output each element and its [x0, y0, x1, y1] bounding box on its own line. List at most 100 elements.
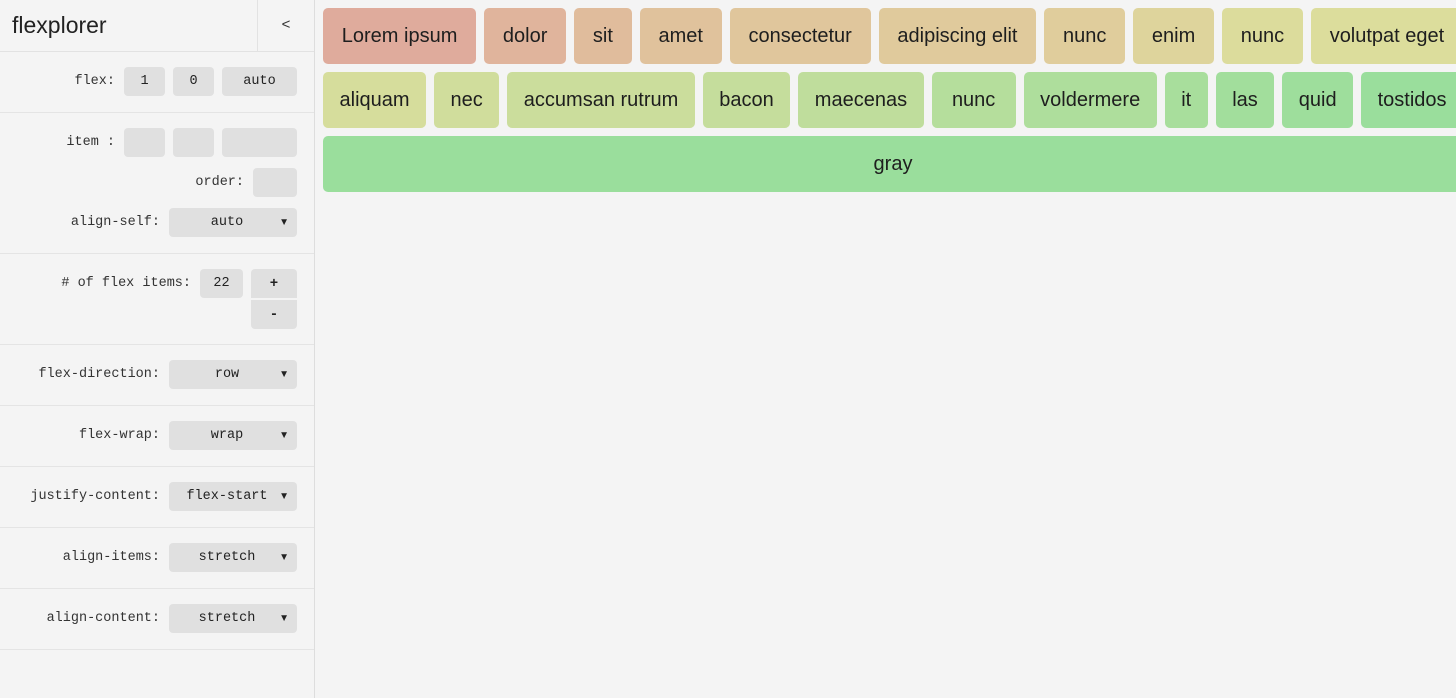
page-title: flexplorer [12, 12, 107, 38]
flex-item[interactable]: nunc [1044, 8, 1126, 64]
flex-item-label: consectetur [748, 24, 852, 47]
justify-content-select[interactable]: flex-start [169, 482, 297, 511]
flex-item-label: gray [873, 152, 913, 175]
flex-shorthand-fields [124, 67, 297, 96]
flex-item-label: nunc [1240, 24, 1285, 47]
flex-item-label: maecenas [814, 88, 908, 111]
flex-wrap-select-wrap: wrap ▼ [169, 421, 297, 450]
item-fields-row: item : [0, 123, 314, 163]
flex-item-label: nunc [951, 88, 996, 111]
flex-direction-fields: row ▼ [169, 360, 297, 389]
align-items-select[interactable]: stretch [169, 543, 297, 572]
item-label: item : [66, 135, 115, 150]
order-row: order: [0, 163, 314, 203]
flex-item[interactable]: amet [639, 8, 722, 64]
align-content-select-wrap: stretch ▼ [169, 604, 297, 633]
flex-item[interactable]: nec [434, 72, 500, 128]
flex-direction-select[interactable]: row [169, 360, 297, 389]
flex-item[interactable]: quid [1282, 72, 1354, 128]
item-grow-input[interactable] [124, 128, 165, 157]
flex-item[interactable]: dolor [484, 8, 567, 64]
flex-grow-input[interactable] [124, 67, 165, 96]
flex-wrap-select[interactable]: wrap [169, 421, 297, 450]
flex-item-label: nunc [1062, 24, 1107, 47]
flex-item[interactable]: nunc [1222, 8, 1303, 64]
justify-content-label: justify-content: [30, 489, 160, 504]
flex-item[interactable]: it [1164, 72, 1208, 128]
flex-item-label: it [1181, 88, 1192, 111]
controls-sidebar: flexplorer < flex: item : [0, 0, 315, 698]
align-self-row: align-self: auto ▼ [0, 203, 314, 243]
flex-item[interactable]: sit [574, 8, 632, 64]
flex-wrap-label: flex-wrap: [78, 428, 160, 443]
panel-header: flexplorer < [0, 0, 314, 52]
align-self-select[interactable]: auto [169, 208, 297, 237]
flex-wrap-fields: wrap ▼ [169, 421, 297, 450]
flex-item[interactable]: las [1215, 72, 1275, 128]
flex-item[interactable]: adipiscing elit [878, 8, 1037, 64]
order-label: order: [195, 175, 244, 190]
item-shrink-input[interactable] [173, 128, 214, 157]
section-flex-wrap: flex-wrap: wrap ▼ [0, 406, 314, 467]
align-self-select-wrap: auto ▼ [169, 208, 297, 237]
align-items-label: align-items: [62, 550, 160, 565]
flex-container: Lorem ipsum dolor sit amet consectetur adipis… [323, 8, 1456, 192]
align-content-label: align-content: [46, 611, 160, 626]
flex-preview-canvas: Lorem ipsum dolor sit amet consectetur adipis… [315, 0, 1456, 698]
flex-item[interactable]: voldermere [1023, 72, 1157, 128]
flex-item[interactable]: maecenas [798, 72, 924, 128]
flex-item-label: nec [450, 88, 483, 111]
item-count-label: # of flex items: [61, 276, 191, 291]
section-item-properties: item : order: align-self: aut [0, 113, 314, 254]
flex-shrink-input[interactable] [173, 67, 214, 96]
flex-item-label: voldermere [1040, 88, 1141, 111]
flex-basis-input[interactable] [222, 67, 297, 96]
flex-shorthand-label: flex: [74, 74, 115, 89]
flex-item-label: aliquam [339, 88, 410, 111]
flex-item[interactable]: bacon [702, 72, 791, 128]
section-align-content: align-content: stretch ▼ [0, 589, 314, 650]
flex-item-label: accumsan rutrum [523, 88, 679, 111]
flex-shorthand-row: flex: [0, 62, 314, 102]
section-flex-shorthand: flex: [0, 52, 314, 113]
align-items-select-wrap: stretch ▼ [169, 543, 297, 572]
flex-item[interactable]: tostidos [1361, 72, 1456, 128]
flex-item[interactable]: nunc [931, 72, 1016, 128]
flex-item[interactable]: gray [323, 136, 1456, 192]
flex-item-label: volutpat eget [1329, 24, 1445, 47]
flex-item[interactable]: Lorem ipsum [323, 8, 477, 64]
justify-content-row: justify-content: flex-start ▼ [0, 477, 314, 517]
align-items-fields: stretch ▼ [169, 543, 297, 572]
section-justify-content: justify-content: flex-start ▼ [0, 467, 314, 528]
item-count-stepper: + - [251, 269, 297, 329]
align-content-fields: stretch ▼ [169, 604, 297, 633]
item-basis-input[interactable] [222, 128, 297, 157]
flex-item-label: dolor [502, 24, 548, 47]
order-input[interactable] [253, 168, 297, 197]
section-align-items: align-items: stretch ▼ [0, 528, 314, 589]
collapse-sidebar-button[interactable]: < [257, 0, 314, 52]
flex-item-label: adipiscing elit [897, 24, 1018, 47]
flex-direction-select-wrap: row ▼ [169, 360, 297, 389]
flex-item[interactable]: aliquam [323, 72, 427, 128]
flex-item[interactable]: volutpat eget [1310, 8, 1456, 64]
section-item-count: # of flex items: + - [0, 254, 314, 345]
flex-item[interactable]: accumsan rutrum [507, 72, 695, 128]
increment-items-button[interactable]: + [251, 269, 297, 298]
order-fields [253, 168, 297, 197]
flex-wrap-row: flex-wrap: wrap ▼ [0, 416, 314, 456]
item-count-fields: + - [200, 269, 297, 329]
align-content-select[interactable]: stretch [169, 604, 297, 633]
section-flex-direction: flex-direction: row ▼ [0, 345, 314, 406]
item-count-input[interactable] [200, 269, 243, 298]
align-content-row: align-content: stretch ▼ [0, 599, 314, 639]
flex-item-label: sit [592, 24, 613, 47]
justify-content-select-wrap: flex-start ▼ [169, 482, 297, 511]
decrement-items-button[interactable]: - [251, 300, 297, 329]
flex-item[interactable]: enim [1133, 8, 1215, 64]
flex-item-label: las [1232, 88, 1258, 111]
align-self-fields: auto ▼ [169, 208, 297, 237]
chevron-left-icon: < [281, 17, 291, 34]
flex-item[interactable]: consectetur [729, 8, 871, 64]
